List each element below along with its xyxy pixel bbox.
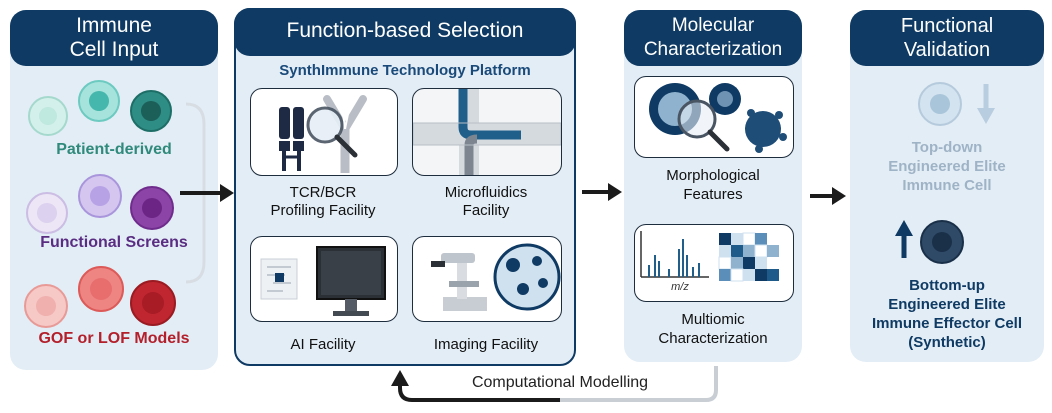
mz-axis-label: m/z <box>671 281 689 293</box>
multiomic-card: m/z <box>634 224 794 302</box>
imaging-card <box>412 236 562 322</box>
bottomup-cell <box>920 220 964 264</box>
multiomic-label: Multiomic Characterization <box>658 311 768 347</box>
screen-cell-2 <box>78 174 122 218</box>
input-title: Immune Cell Input <box>10 10 218 66</box>
gof-cell-2 <box>78 266 124 312</box>
microfluidics-icon <box>413 89 561 175</box>
patient-cell-2 <box>78 80 120 122</box>
morphology-card <box>634 76 794 158</box>
screen-cell-3 <box>130 186 174 230</box>
morphology-icon <box>649 83 787 153</box>
functional-screens-label: Functional Screens <box>40 234 188 251</box>
ai-monitor-icon <box>260 246 386 316</box>
characterization-panel <box>624 10 802 362</box>
screen-cell-1 <box>26 192 68 234</box>
bottomup-label: Bottom-up Engineered Elite Immune Effect… <box>871 277 1023 351</box>
validation-title: Functional Validation <box>850 10 1044 66</box>
topdown-cell <box>918 82 962 126</box>
tcr-bcr-label: TCR/BCR Profiling Facility <box>270 184 376 219</box>
ai-facility-label: AI Facility <box>290 336 356 353</box>
gof-lof-label: GOF or LOF Models <box>38 330 190 347</box>
morphological-label: Morphological Features <box>666 167 760 203</box>
patient-cell-1 <box>28 96 68 136</box>
computational-modelling-label: Computational Modelling <box>471 374 649 391</box>
selection-title: Function-based Selection <box>234 8 576 56</box>
characterization-title: Molecular Characterization <box>624 10 802 66</box>
ai-card <box>250 236 398 322</box>
microscope-icon <box>431 243 561 311</box>
spectrum-heatmap-icon <box>640 231 779 282</box>
patient-cell-3 <box>130 90 172 132</box>
microfluidics-label: Microfluidics Facility <box>444 184 528 219</box>
validation-panel <box>850 10 1044 362</box>
patient-derived-label: Patient-derived <box>56 141 172 158</box>
tcr-bcr-card <box>250 88 398 176</box>
microfluidics-card <box>412 88 562 176</box>
topdown-label: Top-down Engineered Elite Immune Cell <box>888 139 1006 194</box>
gof-cell-1 <box>24 284 68 328</box>
receptor-icon <box>279 95 367 173</box>
imaging-facility-label: Imaging Facility <box>433 336 539 353</box>
platform-subtitle: SynthImmune Technology Platform <box>279 62 531 79</box>
gof-cell-3 <box>130 280 176 326</box>
